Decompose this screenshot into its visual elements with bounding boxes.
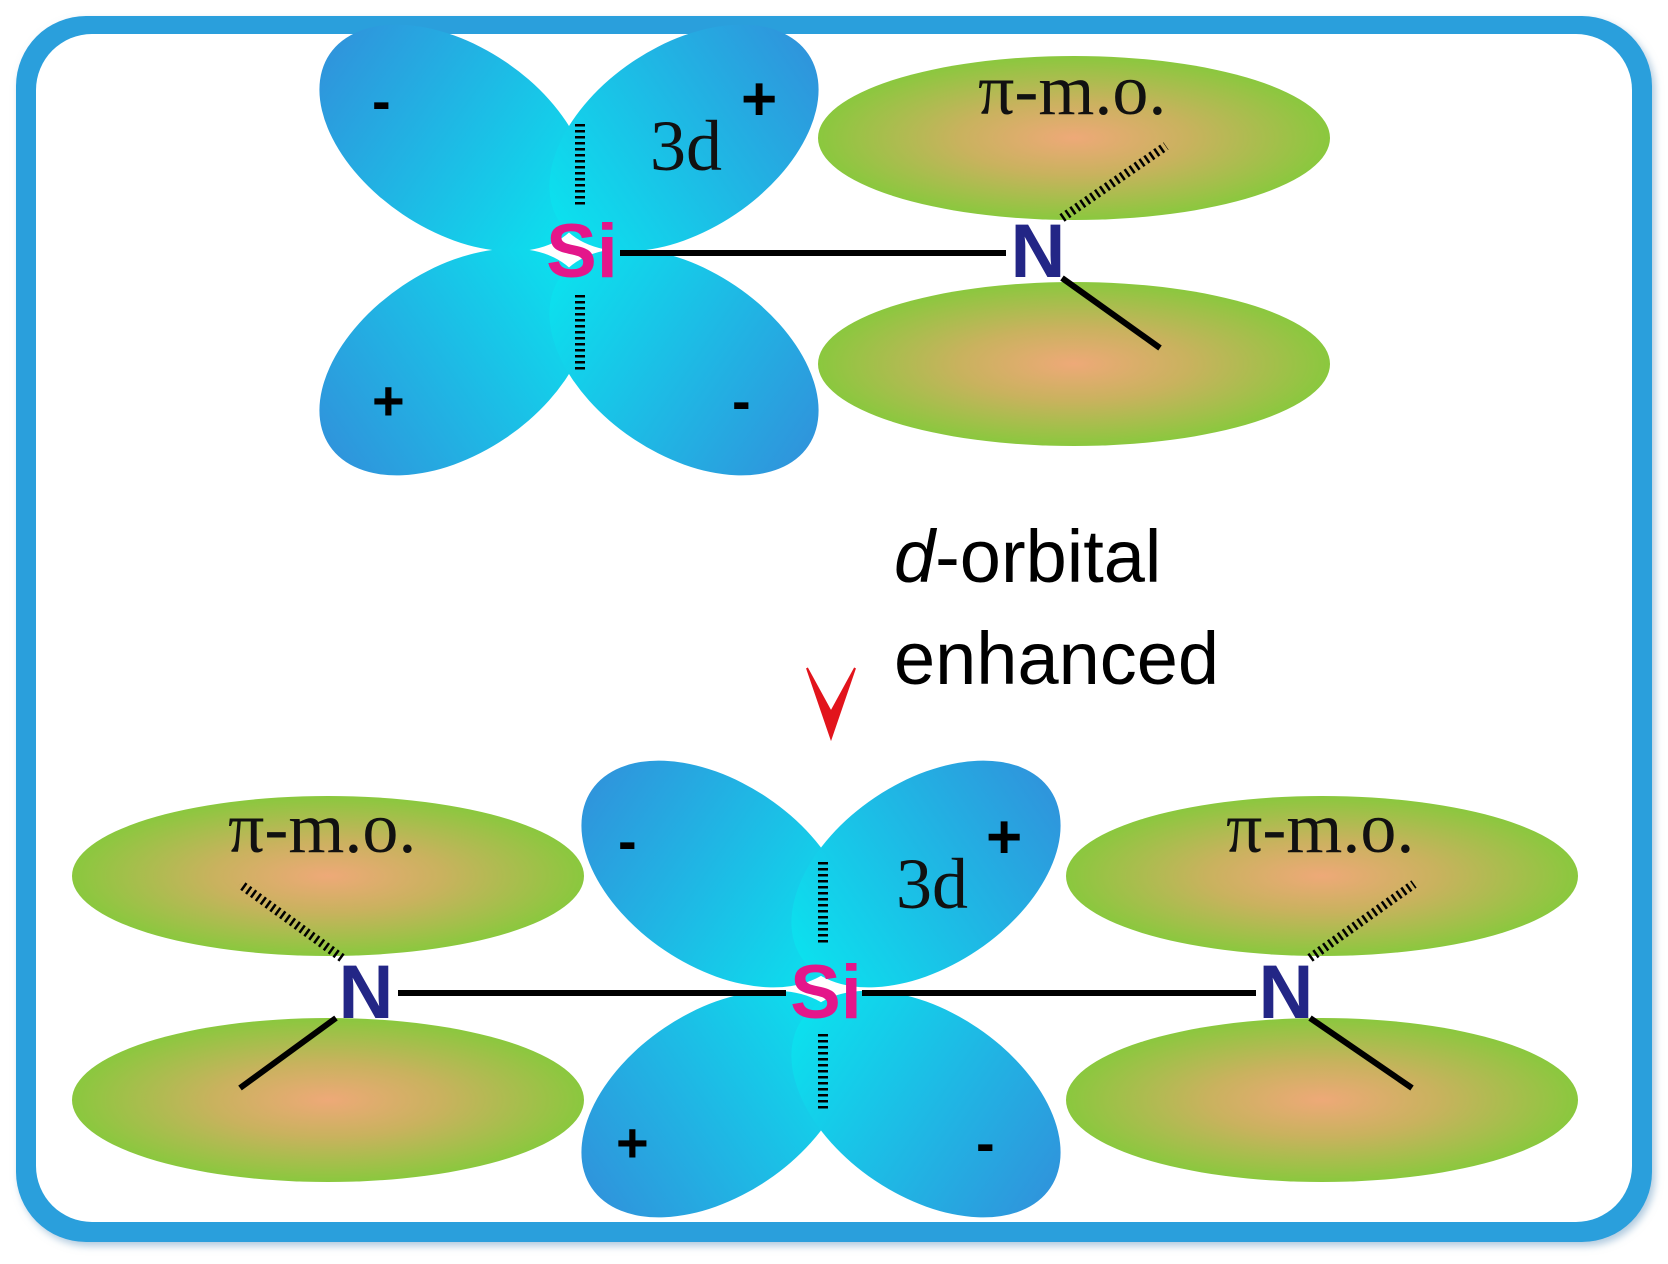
top-sign-lower-right: - xyxy=(732,369,751,432)
bottom-lobe-lower-left xyxy=(581,990,851,1218)
bottom-right-pi-mo-label: π-m.o. xyxy=(1226,788,1414,868)
bottom-left-pi-mo-lower xyxy=(72,1018,584,1182)
bottom-lobe-upper-left xyxy=(581,760,851,988)
top-sign-upper-left: - xyxy=(372,69,391,132)
top-pi-mo-lower xyxy=(818,282,1330,446)
bottom-sign-upper-left: - xyxy=(618,809,637,872)
top-pi-mo-label: π-m.o. xyxy=(978,50,1166,130)
transformation-arrow: d-orbital enhanced xyxy=(806,476,1219,742)
top-lobe-upper-right xyxy=(549,24,819,252)
bottom-d-orbital xyxy=(581,760,1061,1218)
bottom-sign-lower-right: - xyxy=(976,1111,995,1174)
top-nitrogen-atom: N xyxy=(1011,209,1066,294)
bottom-left-pi-mo-label: π-m.o. xyxy=(228,788,416,868)
top-3d-label: 3d xyxy=(650,106,722,186)
bottom-right-pi-mo-upper xyxy=(1066,796,1578,956)
top-3d-sign: + xyxy=(741,65,777,134)
bottom-structure: N Si N 3d + π-m.o. π-m.o. - + - xyxy=(72,760,1578,1218)
bottom-left-pi-mo-upper xyxy=(72,796,584,956)
bottom-3d-sign: + xyxy=(986,803,1022,872)
top-n-solid-bond xyxy=(1060,275,1162,351)
arrow-label-rest: -orbital xyxy=(935,515,1161,598)
top-structure: Si N 3d + π-m.o. - + - xyxy=(319,24,1330,476)
top-silicon-atom: Si xyxy=(546,209,618,294)
bottom-right-nitrogen-atom: N xyxy=(1259,950,1314,1035)
bottom-left-n-solid-bond xyxy=(238,1015,338,1091)
bottom-right-n-solid-bond xyxy=(1308,1015,1414,1091)
arrow-label-line1: d-orbital xyxy=(894,515,1161,598)
bottom-right-pi-mo-lower xyxy=(1066,1018,1578,1182)
bottom-lobe-lower-right xyxy=(791,990,1061,1218)
bottom-left-nitrogen-atom: N xyxy=(339,950,394,1035)
arrow-label-italic: d xyxy=(894,515,938,598)
top-sign-lower-left: + xyxy=(372,369,405,432)
bottom-silicon-atom: Si xyxy=(790,950,862,1035)
arrow-head xyxy=(806,667,856,742)
top-pi-mo-upper xyxy=(818,56,1330,220)
bottom-3d-label: 3d xyxy=(896,844,968,924)
top-lobe-lower-left xyxy=(319,248,589,476)
top-d-orbital xyxy=(319,24,819,476)
top-lobe-lower-right xyxy=(549,248,819,476)
bottom-sign-lower-left: + xyxy=(616,1111,649,1174)
top-lobe-upper-left xyxy=(319,24,589,252)
arrow-label-line2: enhanced xyxy=(894,617,1219,700)
bottom-lobe-upper-right xyxy=(791,760,1061,988)
